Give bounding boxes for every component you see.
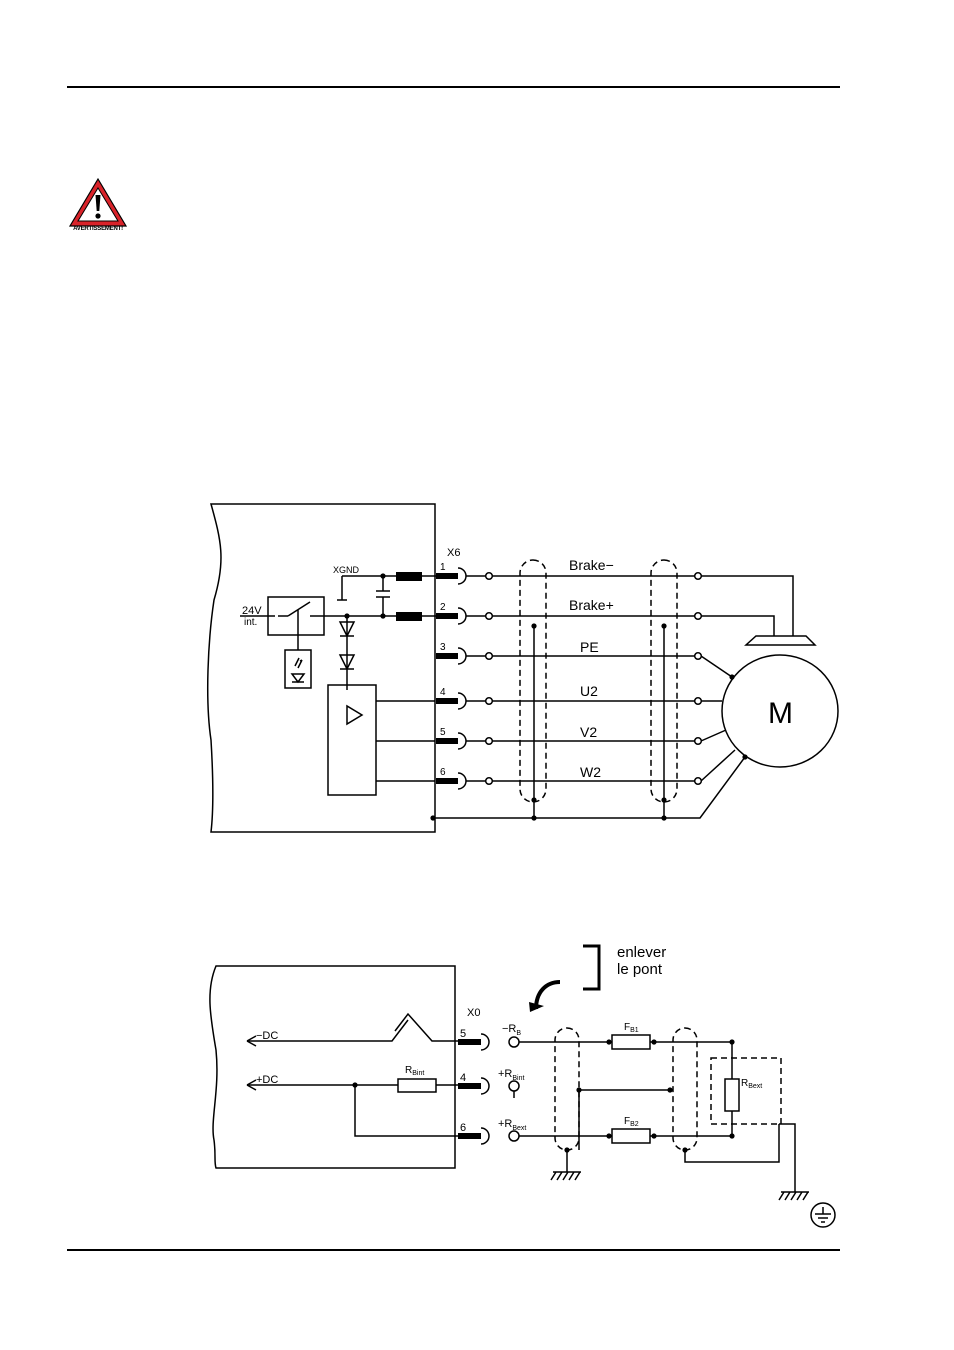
x6-pin-number: 2 <box>440 602 446 613</box>
warning-label: AVERTISSEMENT! <box>73 226 123 232</box>
pin-signal-label: +RBext <box>498 1118 526 1132</box>
signal-label: PE <box>580 639 599 655</box>
internal-resistor-label: RBint <box>405 1065 424 1077</box>
pin-signal-label: +RBint <box>498 1068 524 1082</box>
x0-pin-number: 4 <box>460 1072 466 1084</box>
x0-pin-number: 6 <box>460 1122 466 1134</box>
pos-dc-label: +DC <box>256 1074 278 1086</box>
remove-bridge-label-2: le pont <box>617 961 663 978</box>
motor-brake <box>744 635 817 646</box>
external-resistor-enclosure <box>710 1057 782 1125</box>
motor-circle <box>721 654 839 768</box>
remove-bridge-label-1: enlever <box>617 944 666 961</box>
supply-voltage-label: 24V <box>242 605 262 617</box>
x0-pin-number: 5 <box>460 1028 466 1040</box>
signal-label: V2 <box>580 724 597 740</box>
signal-label: Brake− <box>569 557 614 573</box>
xgnd-label: XGND <box>333 565 360 575</box>
header-rule <box>67 86 840 88</box>
supply-note-label: int. <box>244 617 257 628</box>
protective-earth-icon <box>810 1202 836 1228</box>
motor-label: M <box>768 697 793 730</box>
cable-shields-2 <box>554 1027 698 1151</box>
external-resistor-label: RBext <box>741 1078 762 1090</box>
warning-sign: AVERTISSEMENT! <box>66 176 130 236</box>
drive-housing <box>207 503 436 833</box>
x6-terminal-circles <box>484 571 703 786</box>
fuse-b2-label: FB2 <box>624 1116 639 1128</box>
x6-wires <box>435 575 794 819</box>
x6-connector-label: X6 <box>447 547 460 559</box>
drive-housing-2 <box>209 965 456 1169</box>
pin-signal-label: −RB <box>502 1023 521 1037</box>
signal-label: U2 <box>580 683 598 699</box>
x6-pin-number: 4 <box>440 687 446 698</box>
x0-connector-label: X0 <box>467 1007 480 1019</box>
x6-pin-bars <box>344 572 748 821</box>
neg-dc-label: −DC <box>256 1030 278 1042</box>
x0-terminals <box>480 1033 490 1145</box>
signal-label: Brake+ <box>569 597 614 613</box>
footer-rule <box>67 1249 840 1251</box>
fuse-b1-label: FB1 <box>624 1022 639 1034</box>
x6-pin-number: 5 <box>440 727 446 738</box>
x6-pin-number: 1 <box>440 562 446 573</box>
cable-shields <box>519 559 678 803</box>
signal-label: W2 <box>580 764 601 780</box>
x6-pin-number: 6 <box>440 767 446 778</box>
x6-pin-number: 3 <box>440 642 446 653</box>
x6-terminals <box>457 567 467 790</box>
bridge-bracket <box>583 944 601 991</box>
warning-triangle-icon <box>68 177 128 227</box>
bridge-arrow <box>534 980 561 1010</box>
